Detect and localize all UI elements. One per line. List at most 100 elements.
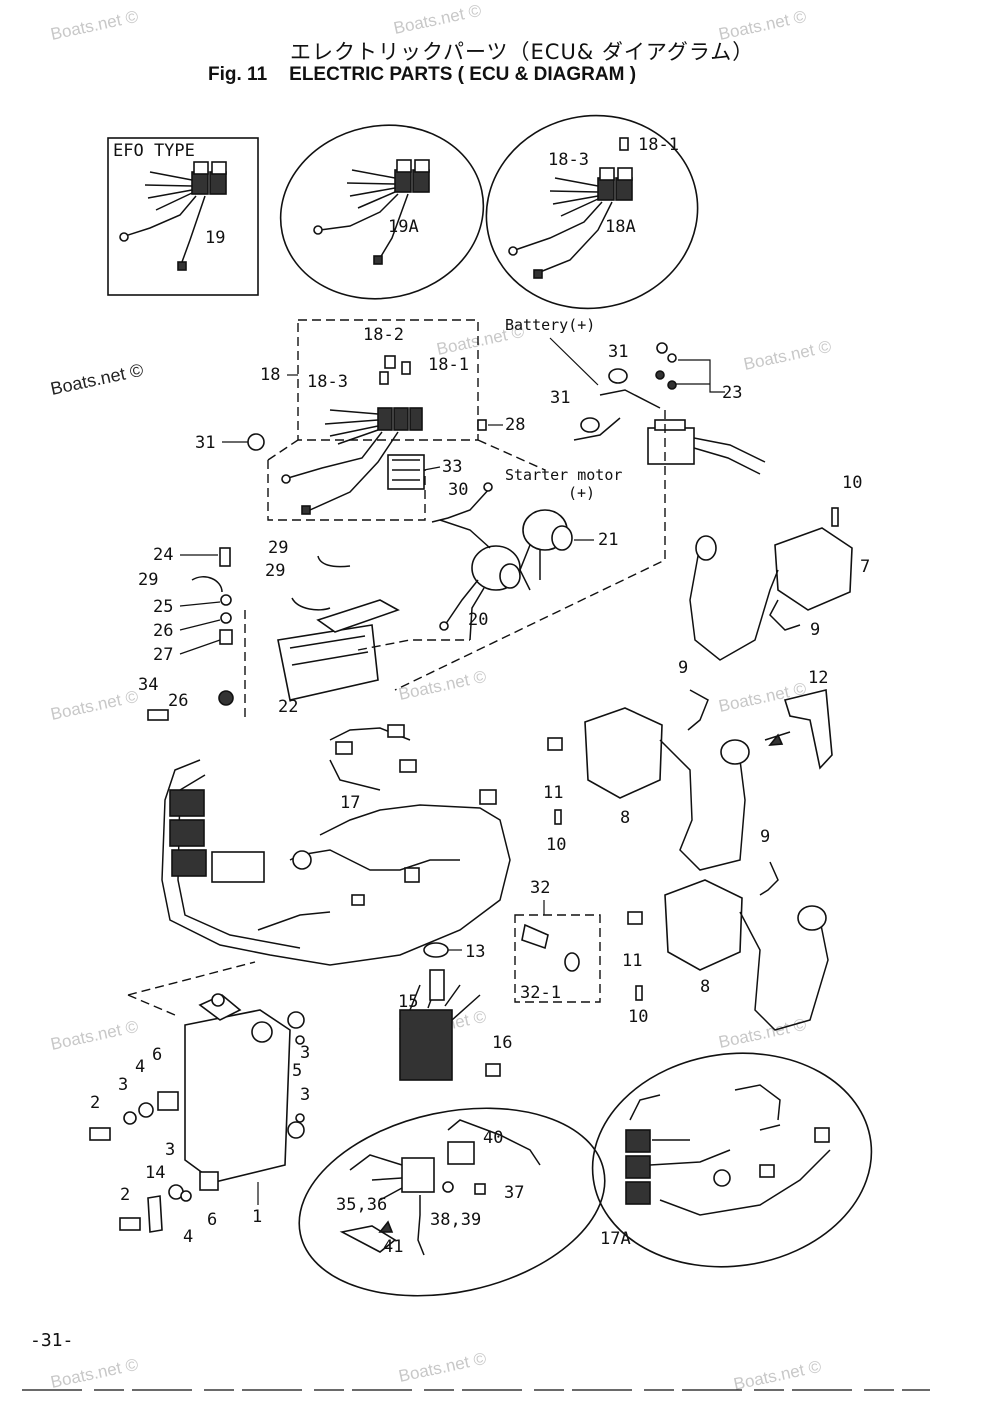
page-title-japanese: エレクトリックパーツ（ECU& ダイアグラム） (290, 40, 755, 64)
fuse-34: 34 (138, 675, 169, 721)
rectifier-15: 15 (398, 969, 481, 1081)
watermark: Boats.net © (717, 7, 809, 44)
callout-26-b: 26 (168, 691, 188, 711)
callout-38-39: 38,39 (430, 1210, 481, 1230)
clamps-29: 29 29 (265, 538, 351, 611)
watermark: Boats.net © (49, 7, 141, 44)
callout-17a: 17A (600, 1229, 631, 1249)
page-title: Fig. 11 ELECTRIC PARTS ( ECU & DIAGRAM ) (208, 64, 636, 86)
callout-26-a: 26 (153, 621, 173, 641)
callout-7: 7 (860, 557, 870, 577)
relay-assembly-19 (119, 161, 227, 271)
callout-9-c: 9 (760, 827, 770, 847)
callout-19: 19 (205, 228, 225, 248)
ignition-coil-8-lower: 9 11 8 10 (622, 827, 829, 1031)
relay-variant-19a: 19A (279, 124, 485, 300)
callout-20: 20 (468, 610, 488, 630)
starter-motor-plus: (+) (568, 484, 595, 502)
starter-relay-20: 20 (439, 519, 521, 641)
watermark: Boats.net © (717, 1015, 809, 1052)
nut-26: 26 (168, 690, 234, 711)
terminal-cap-31: 31 31 (550, 342, 661, 441)
battery-label: Battery(+) (505, 316, 595, 334)
callout-34: 34 (138, 675, 158, 695)
screw-28: 28 (477, 415, 525, 435)
callout-31-c: 31 (550, 388, 570, 408)
callout-37: 37 (504, 1183, 524, 1203)
callout-4-a: 4 (135, 1057, 145, 1077)
callout-4-b: 4 (183, 1227, 193, 1247)
callout-13: 13 (465, 942, 485, 962)
callout-2-b: 2 (120, 1185, 130, 1205)
watermark: Boats.net © (49, 1355, 141, 1392)
ignition-coil-7: 10 7 9 (689, 473, 870, 661)
callout-18-2: 18-2 (363, 325, 404, 345)
relay-23: 23 (647, 342, 766, 475)
callout-16: 16 (492, 1033, 512, 1053)
sensor-32: 32 32-1 (520, 878, 580, 1003)
callout-14: 14 (145, 1163, 165, 1183)
callout-32: 32 (530, 878, 550, 898)
callout-10-c: 10 (628, 1007, 648, 1027)
page-number: -31- (30, 1330, 74, 1351)
wire-harness-17: 17 (161, 724, 511, 966)
callout-25: 25 (153, 597, 173, 617)
callout-19a: 19A (388, 217, 419, 237)
callout-6-a: 6 (152, 1045, 162, 1065)
callout-27: 27 (153, 645, 173, 665)
wire-30: 30 (431, 480, 493, 523)
callout-29-c: 29 (265, 561, 285, 581)
watermark: Boats.net © (742, 337, 834, 374)
callout-11-b: 11 (622, 951, 642, 971)
callout-23: 23 (722, 383, 742, 403)
callout-18: 18 (260, 365, 280, 385)
watermark: Boats.net © (392, 1, 484, 38)
watermark: Boats.net © (732, 1357, 824, 1394)
watermark: Boats.net © (49, 360, 145, 399)
watermark: Boats.net © (397, 1349, 489, 1386)
callout-8-b: 8 (700, 977, 710, 997)
relay-assembly-18: 18 18-2 18-3 18-1 (260, 319, 479, 521)
callout-3-a: 3 (300, 1043, 310, 1063)
clip-13: 13 (423, 942, 485, 962)
callout-40: 40 (483, 1128, 503, 1148)
callout-17: 17 (340, 793, 360, 813)
callout-8-a: 8 (620, 808, 630, 828)
callout-3-c: 3 (118, 1075, 128, 1095)
clamp-31: 31 (195, 433, 265, 453)
ecu-mount-left: 2 3 4 6 2 14 3 4 6 (89, 1045, 219, 1247)
ecu-mount-hardware: 3 5 3 (287, 1011, 310, 1139)
callout-9-a: 9 (810, 620, 820, 640)
callout-31: 31 (195, 433, 215, 453)
callout-18-3: 18-3 (307, 372, 348, 392)
callout-9-b: 9 (678, 658, 688, 678)
callout-32-1: 32-1 (520, 983, 561, 1003)
callout-6-b: 6 (207, 1210, 217, 1230)
callout-18-1: 18-1 (428, 355, 469, 375)
callout-28: 28 (505, 415, 525, 435)
fastener-stack: 24 29 25 26 27 (138, 545, 233, 665)
callout-1: 1 (252, 1207, 262, 1227)
callout-3-b: 3 (300, 1085, 310, 1105)
plug-cap-12: 12 (764, 668, 833, 770)
callout-33: 33 (442, 457, 462, 477)
watermark: Boats.net © (49, 1017, 141, 1054)
callout-30: 30 (448, 480, 468, 500)
panel-label: EFO TYPE (113, 141, 195, 161)
figure-number: Fig. 11 (208, 64, 268, 85)
efo-type-panel: EFO TYPE 19 (107, 137, 259, 296)
figure-title: ELECTRIC PARTS ( ECU & DIAGRAM ) (289, 64, 637, 85)
callout-10-a: 10 (842, 473, 862, 493)
callout-18-3-top: 18-3 (548, 150, 589, 170)
ignition-coil-8-upper: 9 11 10 8 (543, 658, 750, 871)
callout-29-a: 29 (138, 570, 158, 590)
callout-2-a: 2 (90, 1093, 100, 1113)
callout-22: 22 (278, 697, 298, 717)
ecu-1: 1 (184, 993, 291, 1227)
callout-29-b: 29 (268, 538, 288, 558)
callout-15: 15 (398, 992, 418, 1012)
bolt-16: 16 (485, 1033, 512, 1077)
callout-41: 41 (383, 1237, 403, 1257)
callout-11-a: 11 (543, 783, 563, 803)
